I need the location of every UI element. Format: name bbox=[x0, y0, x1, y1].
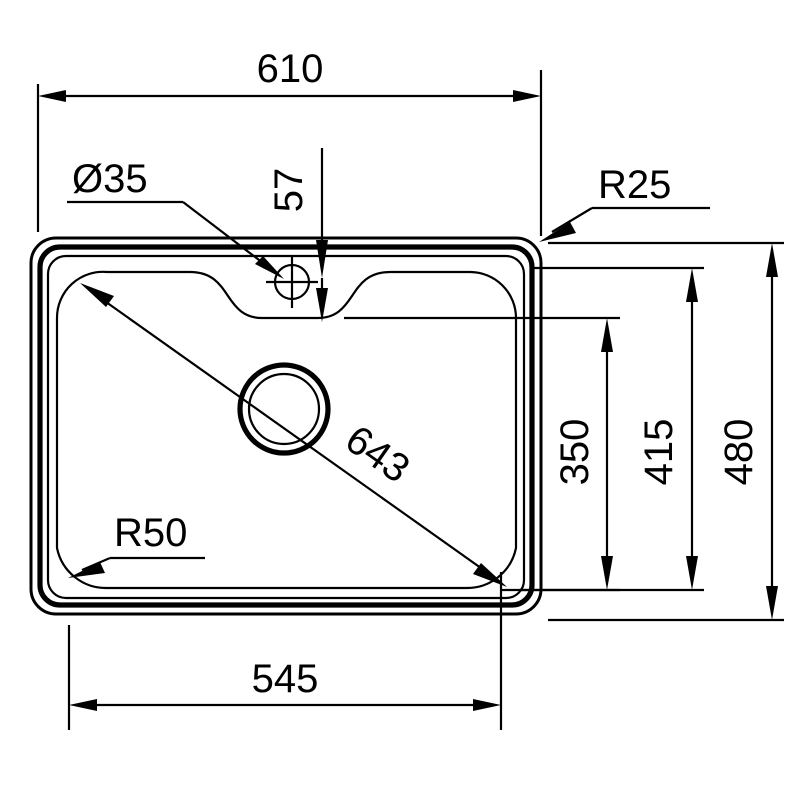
dimension-diameter-35: Ø35 bbox=[67, 157, 284, 279]
dimension-415: 415 bbox=[637, 268, 698, 590]
sink-bowl-floor bbox=[55, 270, 518, 590]
drain-inner-ring bbox=[247, 372, 321, 446]
dimension-line-643 bbox=[91, 291, 496, 579]
arrowhead-545-left bbox=[69, 699, 97, 711]
dimension-57: 57 bbox=[267, 148, 328, 322]
arrowhead-415-top bbox=[686, 268, 698, 302]
dimension-label-57: 57 bbox=[267, 168, 311, 213]
arrowhead-57-bottom bbox=[316, 288, 328, 322]
sink-outer-rim bbox=[29, 236, 543, 616]
arrowhead-610-left bbox=[38, 90, 66, 102]
arrowhead-610-right bbox=[513, 90, 541, 102]
sink-body bbox=[29, 236, 543, 616]
dimension-545: 545 bbox=[67, 572, 503, 730]
sink-bowl-opening bbox=[46, 254, 526, 600]
arrowhead-r50 bbox=[68, 562, 105, 578]
arrowhead-643-topleft bbox=[80, 283, 114, 307]
arrowhead-d35 bbox=[255, 256, 284, 279]
dimension-r25: R25 bbox=[539, 163, 710, 242]
arrowhead-545-right bbox=[473, 699, 501, 711]
arrowhead-480-top bbox=[766, 243, 778, 277]
dimension-label-415: 415 bbox=[637, 419, 681, 486]
arrowhead-643-bottomright bbox=[473, 563, 507, 587]
dimension-label-r25: R25 bbox=[598, 163, 671, 207]
dimension-label-350: 350 bbox=[553, 419, 597, 486]
arrowhead-350-bottom bbox=[601, 556, 613, 590]
sink-rim-inner-edge bbox=[37, 244, 535, 608]
arrowhead-57-top bbox=[316, 240, 328, 278]
drain-outer-ring bbox=[237, 362, 331, 456]
dimension-350: 350 bbox=[553, 318, 613, 590]
dimension-610: 610 bbox=[36, 47, 543, 236]
dimension-label-r50: R50 bbox=[114, 511, 187, 555]
arrowhead-480-bottom bbox=[766, 586, 778, 620]
arrowhead-415-bottom bbox=[686, 556, 698, 590]
dimension-label-480: 480 bbox=[717, 419, 761, 486]
dimension-label-610: 610 bbox=[257, 47, 324, 91]
dimension-label-545: 545 bbox=[252, 657, 319, 701]
arrowhead-r25 bbox=[539, 222, 576, 242]
dimension-480: 480 bbox=[717, 243, 778, 620]
arrowhead-350-top bbox=[601, 318, 613, 352]
leader-line-r25 bbox=[551, 207, 593, 233]
dimension-r50: R50 bbox=[68, 511, 205, 578]
dimension-label-d35: Ø35 bbox=[72, 157, 148, 201]
dimension-label-643: 643 bbox=[337, 417, 417, 491]
right-extension-lines bbox=[344, 241, 784, 622]
